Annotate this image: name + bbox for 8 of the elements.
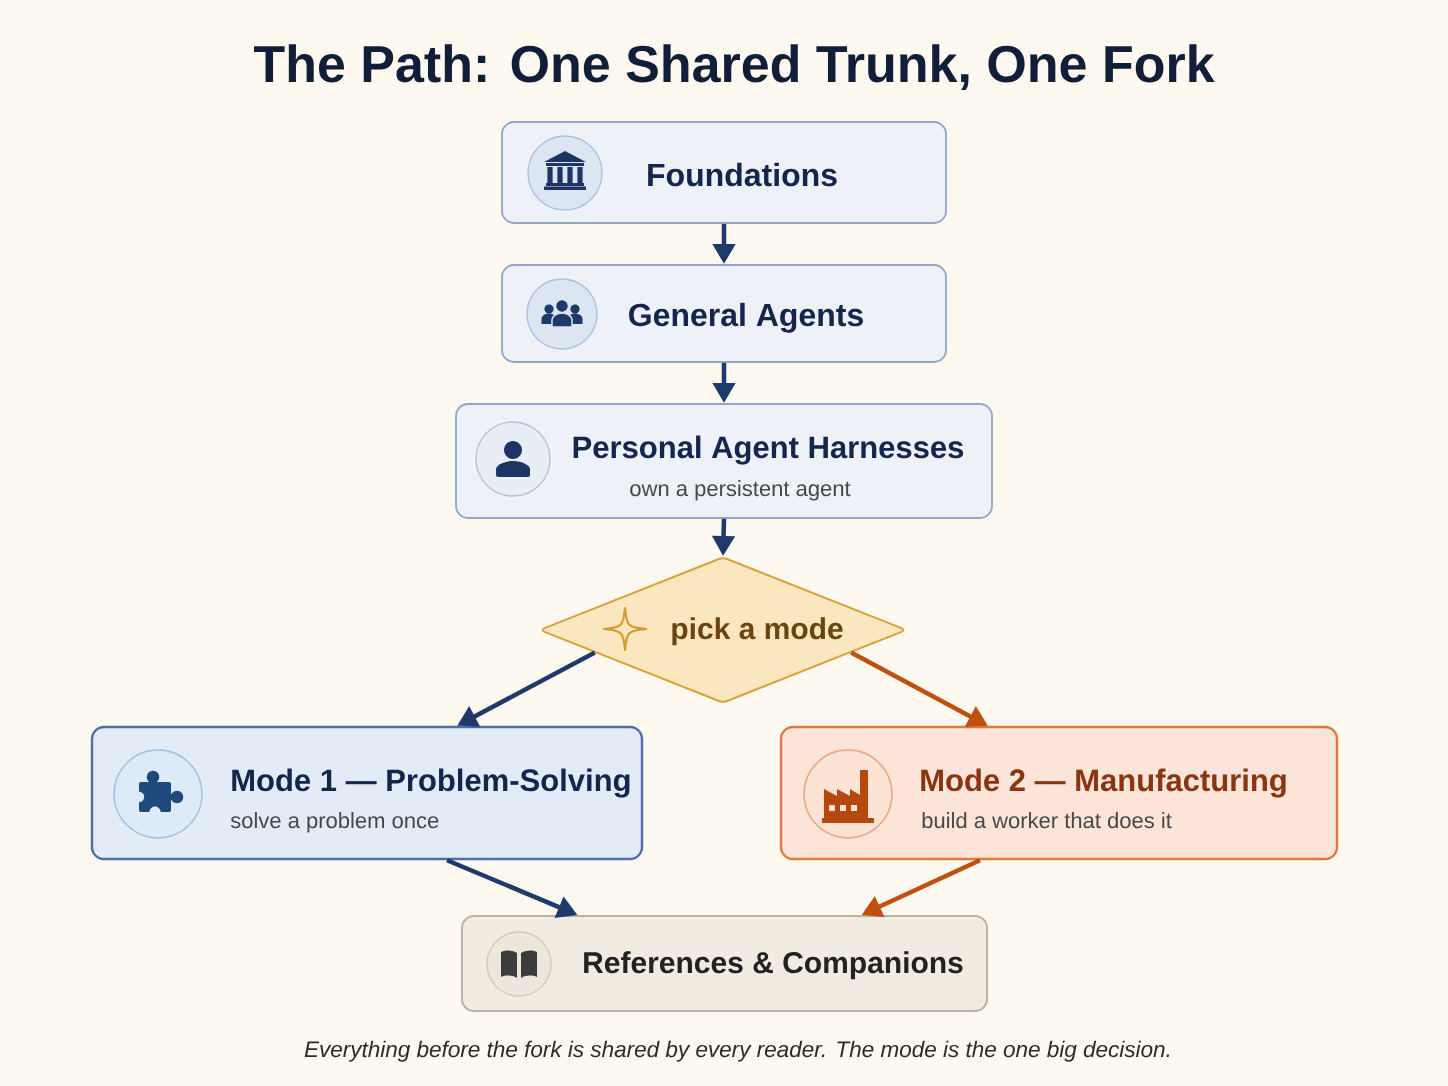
process-box: References & Companions [461, 915, 988, 1012]
process-box: Personal Agent Harnesses own a persistent agent [455, 403, 993, 519]
title: The Path: One Shared Trunk, One Fork [254, 44, 1215, 91]
process-box: Foundations [501, 121, 947, 224]
process-box: Mode 1 — Problem-Solving solve a problem once [90, 725, 644, 861]
caption: Everything before the fork is shared by every reader. The mode is the one big decision. [304, 1040, 1170, 1062]
process-box: General Agents [501, 264, 947, 363]
process-box: Mode 2 — Manufacturing build a worker that does it [779, 725, 1339, 861]
